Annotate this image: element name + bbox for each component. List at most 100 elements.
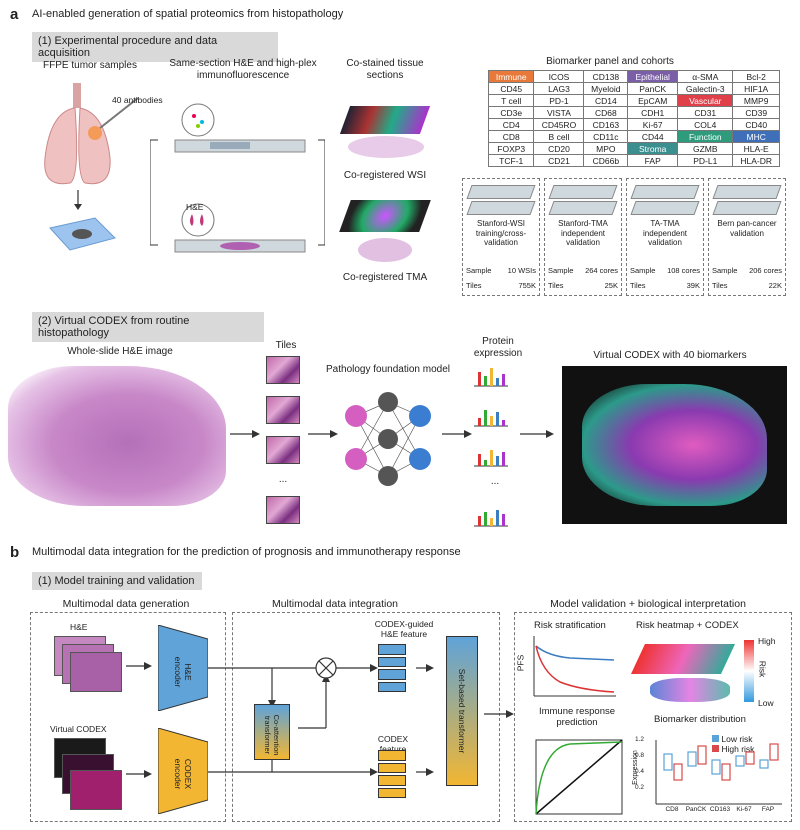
- codex-encoder-label: CODEX encoder: [173, 758, 193, 790]
- biomarker-cell: Immune: [487, 70, 535, 83]
- tile-3: [266, 436, 300, 464]
- nn-hidden-node-1: [378, 392, 398, 412]
- foundation-label: Pathology foundation model: [326, 364, 450, 375]
- right-lung-shape: [78, 107, 111, 185]
- co-tma-label: Co-registered TMA: [342, 272, 428, 283]
- cohort-slide-2: [548, 201, 618, 215]
- co-wsi-label: Co-registered WSI: [343, 170, 427, 181]
- boxplot-x-tick: PanCK: [685, 806, 707, 813]
- protein-bar: [490, 416, 493, 426]
- biomarker-cell: FOXP3: [487, 142, 535, 155]
- trachea-shape: [73, 83, 81, 108]
- cohort-slide-1: [712, 185, 782, 199]
- protein-bar-icons: [474, 368, 508, 527]
- biomarker-cell: CD40: [732, 118, 780, 131]
- boxplot: [655, 740, 782, 805]
- biomarker-cell: CD20: [533, 142, 585, 155]
- boxplot-y-tick: 0.2: [634, 784, 644, 791]
- if-circle: [181, 103, 215, 137]
- protein-bar: [478, 418, 481, 426]
- protein-bar: [478, 372, 481, 386]
- panel-b-title: Multimodal data integration for the pred…: [32, 546, 461, 558]
- biomarker-cell: CD11c: [583, 130, 629, 143]
- coattn-box: [254, 704, 290, 760]
- boxplot-y-tick: 0.4: [634, 768, 644, 775]
- protein-bar: [478, 516, 481, 526]
- nn-output-node-2: [409, 448, 431, 470]
- biomarker-cell: Myeloid: [583, 82, 629, 95]
- if-wsi-image: [339, 106, 431, 134]
- cohort-slide-2: [630, 201, 700, 215]
- gen-box: [30, 612, 226, 822]
- needle-shape: [99, 97, 139, 129]
- he-feature-stack: [378, 644, 406, 692]
- biomarker-cell: Vascular: [677, 94, 734, 107]
- protein-bar: [490, 450, 493, 466]
- integ-title: Multimodal data integration: [271, 598, 399, 610]
- he-encoder-shape: [158, 625, 208, 711]
- if-tma-image: [339, 200, 431, 232]
- boxplot-x-tick: CD163: [709, 806, 731, 813]
- arrow-wsi-tiles: [230, 430, 260, 438]
- biomarker-cell: HIF1A: [732, 82, 780, 95]
- tiles-label: Tiles: [275, 340, 297, 351]
- biomarker-cell: PD-L1: [677, 154, 734, 167]
- km-high-risk-curve: [535, 645, 615, 693]
- tiles-ellipsis: ...: [278, 474, 288, 485]
- valid-title: Model validation + biological interpreta…: [550, 598, 746, 610]
- section-a2-header: (2) Virtual CODEX from routine histopath…: [32, 312, 264, 342]
- pfs-label: PFS: [515, 654, 526, 672]
- section-a1-header: (1) Experimental procedure and data acqu…: [32, 32, 278, 62]
- bracket-left: [150, 139, 158, 246]
- immune-resp-label: Immune response prediction: [538, 706, 616, 728]
- set-transformer-label: Set-based transformer: [457, 668, 467, 754]
- neural-network: [345, 392, 431, 486]
- codex-feature-stack: [378, 750, 406, 798]
- km-plot: [533, 636, 616, 697]
- arrow-tiles-model: [308, 430, 338, 438]
- tile-4: [266, 496, 300, 524]
- virtual-codex-image: [562, 366, 787, 524]
- biomarker-cell: MPO: [583, 142, 629, 155]
- box-mark: [687, 751, 697, 767]
- cohort-name: Bern pan-cancer validation: [717, 219, 777, 238]
- biomarker-cell: CD138: [583, 70, 629, 83]
- slides-illustration: [150, 103, 325, 253]
- cohort-name: Stanford-TMA independent validation: [558, 219, 608, 248]
- wsi-image: [8, 366, 226, 506]
- protein-bar: [490, 518, 493, 526]
- biomarker-cell: CD21: [533, 154, 585, 167]
- codex-guided-label: CODEX-guided H&E feature: [374, 619, 434, 639]
- biomarker-cell: HLA-E: [732, 142, 780, 155]
- protein-bar: [478, 454, 481, 466]
- set-transformer-box: [446, 636, 478, 786]
- biomarker-cell: CD4: [487, 118, 535, 131]
- protein-bar: [484, 410, 487, 426]
- panel-a-letter: a: [10, 6, 19, 23]
- protein-bar: [484, 376, 487, 386]
- biomarker-cell: CD45RO: [533, 118, 585, 131]
- gen-title: Multimodal data generation: [62, 598, 190, 610]
- he-stack-3: [70, 652, 122, 692]
- biomarker-cell: CD66b: [583, 154, 629, 167]
- box-mark: [769, 743, 779, 761]
- ffpe-label: FFPE tumor samples: [43, 60, 137, 71]
- legend-high-risk: High risk: [712, 744, 754, 754]
- he-wsi-image: [348, 136, 424, 158]
- he-small-label: H&E: [186, 202, 204, 212]
- biomarker-cell: Ki-67: [627, 118, 679, 131]
- section-b1-header: (1) Model training and validation: [32, 572, 202, 590]
- biomarker-cell: EpCAM: [627, 94, 679, 107]
- boxplot-y-tick: 1.2: [634, 736, 644, 743]
- protein-bar: [502, 374, 505, 386]
- boxplot-x-tick: FAP: [761, 806, 775, 813]
- he-tma-image: [358, 238, 412, 262]
